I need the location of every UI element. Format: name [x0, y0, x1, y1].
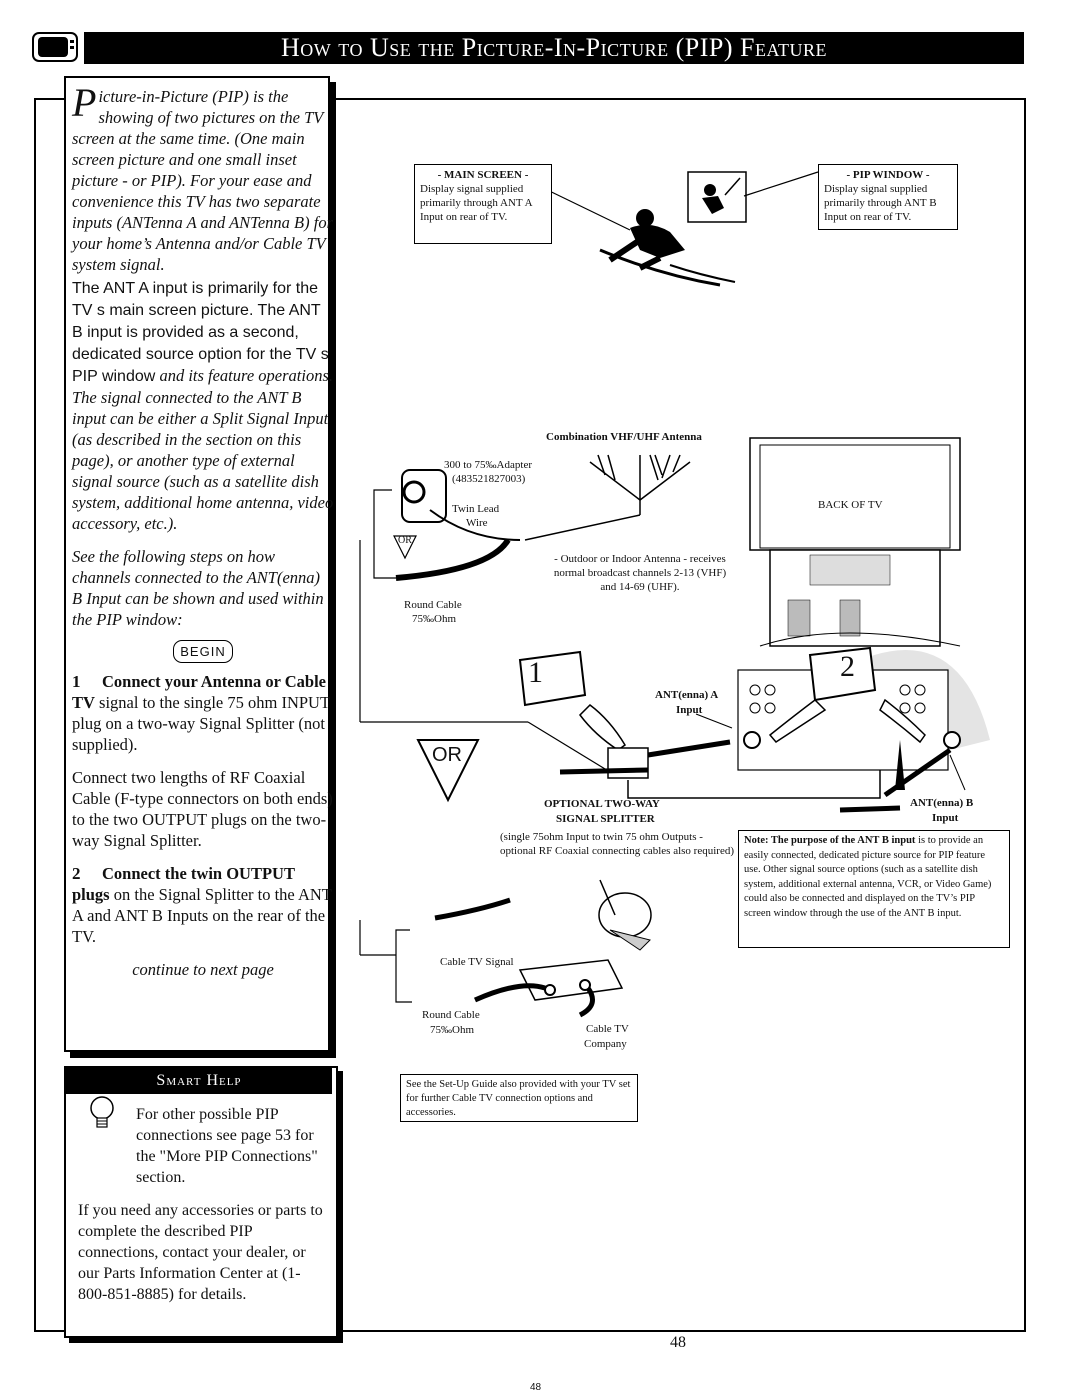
or-big-label: OR — [432, 744, 462, 766]
intro-italic-1: icture-in-Picture (PIP) is the showing o… — [72, 87, 333, 274]
step-1-body: signal to the single 75 ohm INPUT plug o… — [72, 693, 330, 754]
begin-badge: BEGIN — [173, 640, 233, 663]
cable-tv-label: Cable TV — [586, 1023, 629, 1035]
ohm-label-1: 75‰Ohm — [412, 613, 456, 625]
see-following: See the following steps on how channels … — [72, 547, 324, 629]
smart-help-para-1: For other possible PIP connections see p… — [136, 1106, 318, 1186]
main-screen-callout: - MAIN SCREEN - Display signal supplied … — [414, 164, 552, 244]
intro-ant-paragraph: The ANT A input is primarily for the TV … — [72, 277, 334, 534]
smart-help-heading: Smart Help — [66, 1068, 332, 1094]
back-of-tv-label: BACK OF TV — [818, 499, 883, 511]
page-number: 48 — [670, 1334, 686, 1351]
ant-b-input: Input — [932, 812, 959, 824]
intro-italic-2: and its feature operations. The signal c… — [72, 366, 334, 533]
cable-tv-signal-label: Cable TV Signal — [440, 956, 514, 968]
pip-window-title: - PIP WINDOW - — [846, 169, 930, 181]
step-1-extra: Connect two lengths of RF Coaxial Cable … — [72, 768, 333, 850]
begin-row: BEGIN — [72, 640, 334, 663]
tv-icon — [32, 32, 78, 62]
step-2-number: 2 — [72, 864, 81, 883]
outdoor-antenna-text: - Outdoor or Indoor Antenna - receives n… — [553, 553, 727, 593]
satellite-dish-illustration — [598, 879, 652, 951]
round-cable-label-2: Round Cable — [422, 1009, 480, 1021]
continue-text: continue to next page — [132, 960, 274, 979]
step-2-badge: 2 — [840, 650, 855, 683]
ant-b-label: ANT(enna) B — [910, 797, 974, 809]
twin-lead-label: Twin Lead — [452, 503, 500, 515]
wire-label: Wire — [466, 517, 488, 529]
splitter-label-1: OPTIONAL TWO-WAY — [544, 798, 660, 810]
main-frame — [34, 98, 1026, 1332]
setup-guide-note: See the Set-Up Guide also provided with … — [400, 1074, 638, 1122]
adapter-part: (483521827003) — [452, 473, 526, 485]
round-cable-label-1: Round Cable — [404, 599, 462, 611]
step-1-number: 1 — [72, 672, 81, 691]
smart-help-text: For other possible PIP connections see p… — [78, 1104, 328, 1305]
intro-sans: The ANT A input is primarily for the TV … — [72, 280, 329, 385]
skier-illustration — [534, 171, 819, 287]
connection-diagram — [359, 171, 990, 1018]
dropcap: P — [72, 80, 97, 125]
lightbulb-icon — [90, 1096, 114, 1128]
ant-a-label: ANT(enna) A — [655, 689, 719, 701]
cable-box-illustration — [434, 897, 624, 1018]
ant-b-note: Note: The purpose of the ANT B input is … — [738, 830, 1010, 948]
ant-a-input: Input — [676, 704, 703, 716]
splitter-description: (single 75ohm Input to twin 75 ohm Outpu… — [500, 831, 734, 857]
note-text: is to provide an easily connected, dedic… — [744, 835, 992, 919]
smart-help-para-2: If you need any accessories or parts to … — [78, 1202, 323, 1303]
adapter-label: 300 to 75‰Adapter — [444, 459, 532, 471]
note-bold: Note: The purpose of the ANT B input — [744, 835, 916, 846]
main-screen-title: - MAIN SCREEN - — [437, 169, 529, 181]
instructions-panel — [64, 76, 330, 1052]
main-screen-text: Display signal supplied primarily throug… — [420, 183, 532, 223]
step-2-body: on the Signal Splitter to the ANT A and … — [72, 885, 332, 946]
pip-window-text: Display signal supplied primarily throug… — [824, 183, 937, 223]
adapter-illustration — [401, 469, 521, 541]
step-1-badge: 1 — [528, 656, 543, 689]
step-2-title: Connect the twin OUTPUT plugs — [72, 864, 295, 904]
page-number-small: 48 — [530, 1382, 542, 1393]
ohm-label-2: 75‰Ohm — [430, 1024, 474, 1036]
company-label: Company — [584, 1038, 627, 1050]
step-1-title: Connect your Antenna or Cable TV — [72, 672, 326, 712]
antenna-label: Combination VHF/UHF Antenna — [546, 431, 702, 443]
or-small-label: OR — [398, 535, 412, 546]
page-title: How to Use the Picture-In-Picture (PIP) … — [84, 32, 1024, 64]
tv-back-illustration — [749, 437, 961, 647]
pip-window-callout: - PIP WINDOW - Display signal supplied p… — [818, 164, 958, 230]
antenna-illustration — [524, 454, 691, 541]
splitter-label-2: SIGNAL SPLITTER — [556, 813, 655, 825]
